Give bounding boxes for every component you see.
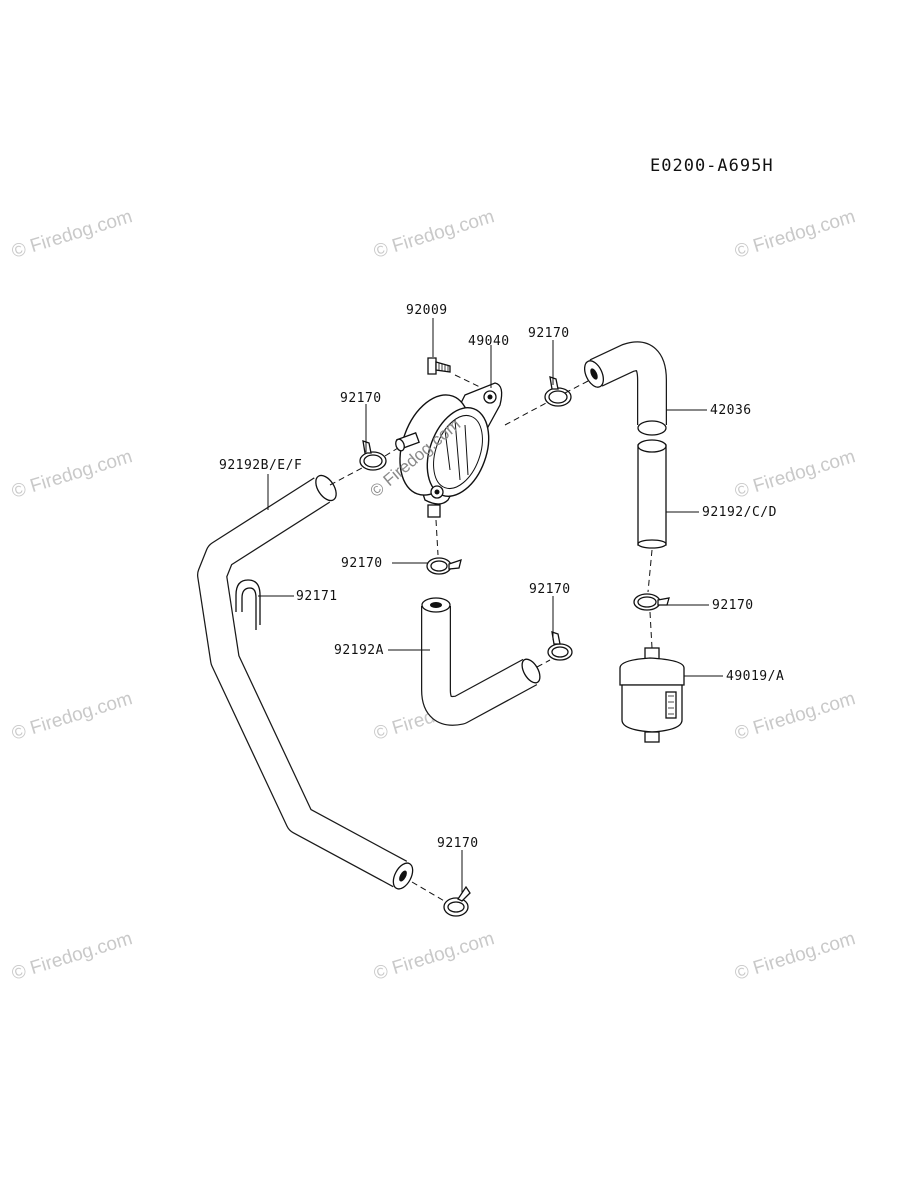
hose-long — [197, 474, 414, 890]
hose-bent-top — [583, 341, 667, 436]
label-hose-bent-top: 42036 — [710, 403, 752, 418]
watermark: © Firedog.com — [9, 688, 135, 745]
label-hose-straight: 92192/C/D — [702, 505, 777, 520]
label-clamp-filter-top: 92170 — [712, 598, 754, 613]
clamp — [443, 885, 471, 917]
watermark: © Firedog.com — [371, 928, 497, 985]
fuel-pump: © Firedog.com — [366, 382, 503, 518]
hose-l-shape — [421, 597, 541, 726]
label-hose-long: 92192B/E/F — [219, 458, 302, 473]
watermark: © Firedog.com — [732, 446, 858, 503]
hose-clip — [235, 579, 261, 630]
watermark: © Firedog.com — [9, 928, 135, 985]
label-clamp-pump-out: 92170 — [528, 326, 570, 341]
connector-lines — [329, 374, 653, 903]
clamp — [547, 631, 573, 661]
diagram-code: E0200-A695H — [650, 156, 774, 176]
label-clamp-hose-a: 92170 — [529, 582, 571, 597]
label-clamp-lower: 92170 — [437, 836, 479, 851]
part-labels: 92009 49040 92170 92170 42036 92192B/E/F… — [219, 303, 784, 851]
leader-lines — [258, 318, 723, 893]
bolt — [427, 357, 451, 375]
clamp — [359, 440, 387, 471]
label-fuel-filter: 49019/A — [726, 669, 784, 684]
watermark: © Firedog.com — [9, 206, 135, 263]
watermarks: © Firedog.com © Firedog.com © Firedog.co… — [9, 206, 858, 985]
watermark: © Firedog.com — [9, 446, 135, 503]
label-clamp-pump-bottom: 92170 — [341, 556, 383, 571]
label-fuel-pump: 49040 — [468, 334, 510, 349]
label-clamp-pump-in: 92170 — [340, 391, 382, 406]
watermark: © Firedog.com — [371, 206, 497, 263]
watermark: © Firedog.com — [732, 688, 858, 745]
fuel-filter — [619, 647, 685, 743]
label-bolt: 92009 — [406, 303, 448, 318]
watermark: © Firedog.com — [732, 206, 858, 263]
clamp — [544, 376, 572, 407]
watermark: © Firedog.com — [732, 928, 858, 985]
label-hose-l-shape: 92192A — [334, 643, 384, 658]
hose-straight — [637, 439, 667, 549]
clamp — [633, 593, 670, 611]
label-hose-clip: 92171 — [296, 589, 338, 604]
clamp — [426, 557, 462, 575]
